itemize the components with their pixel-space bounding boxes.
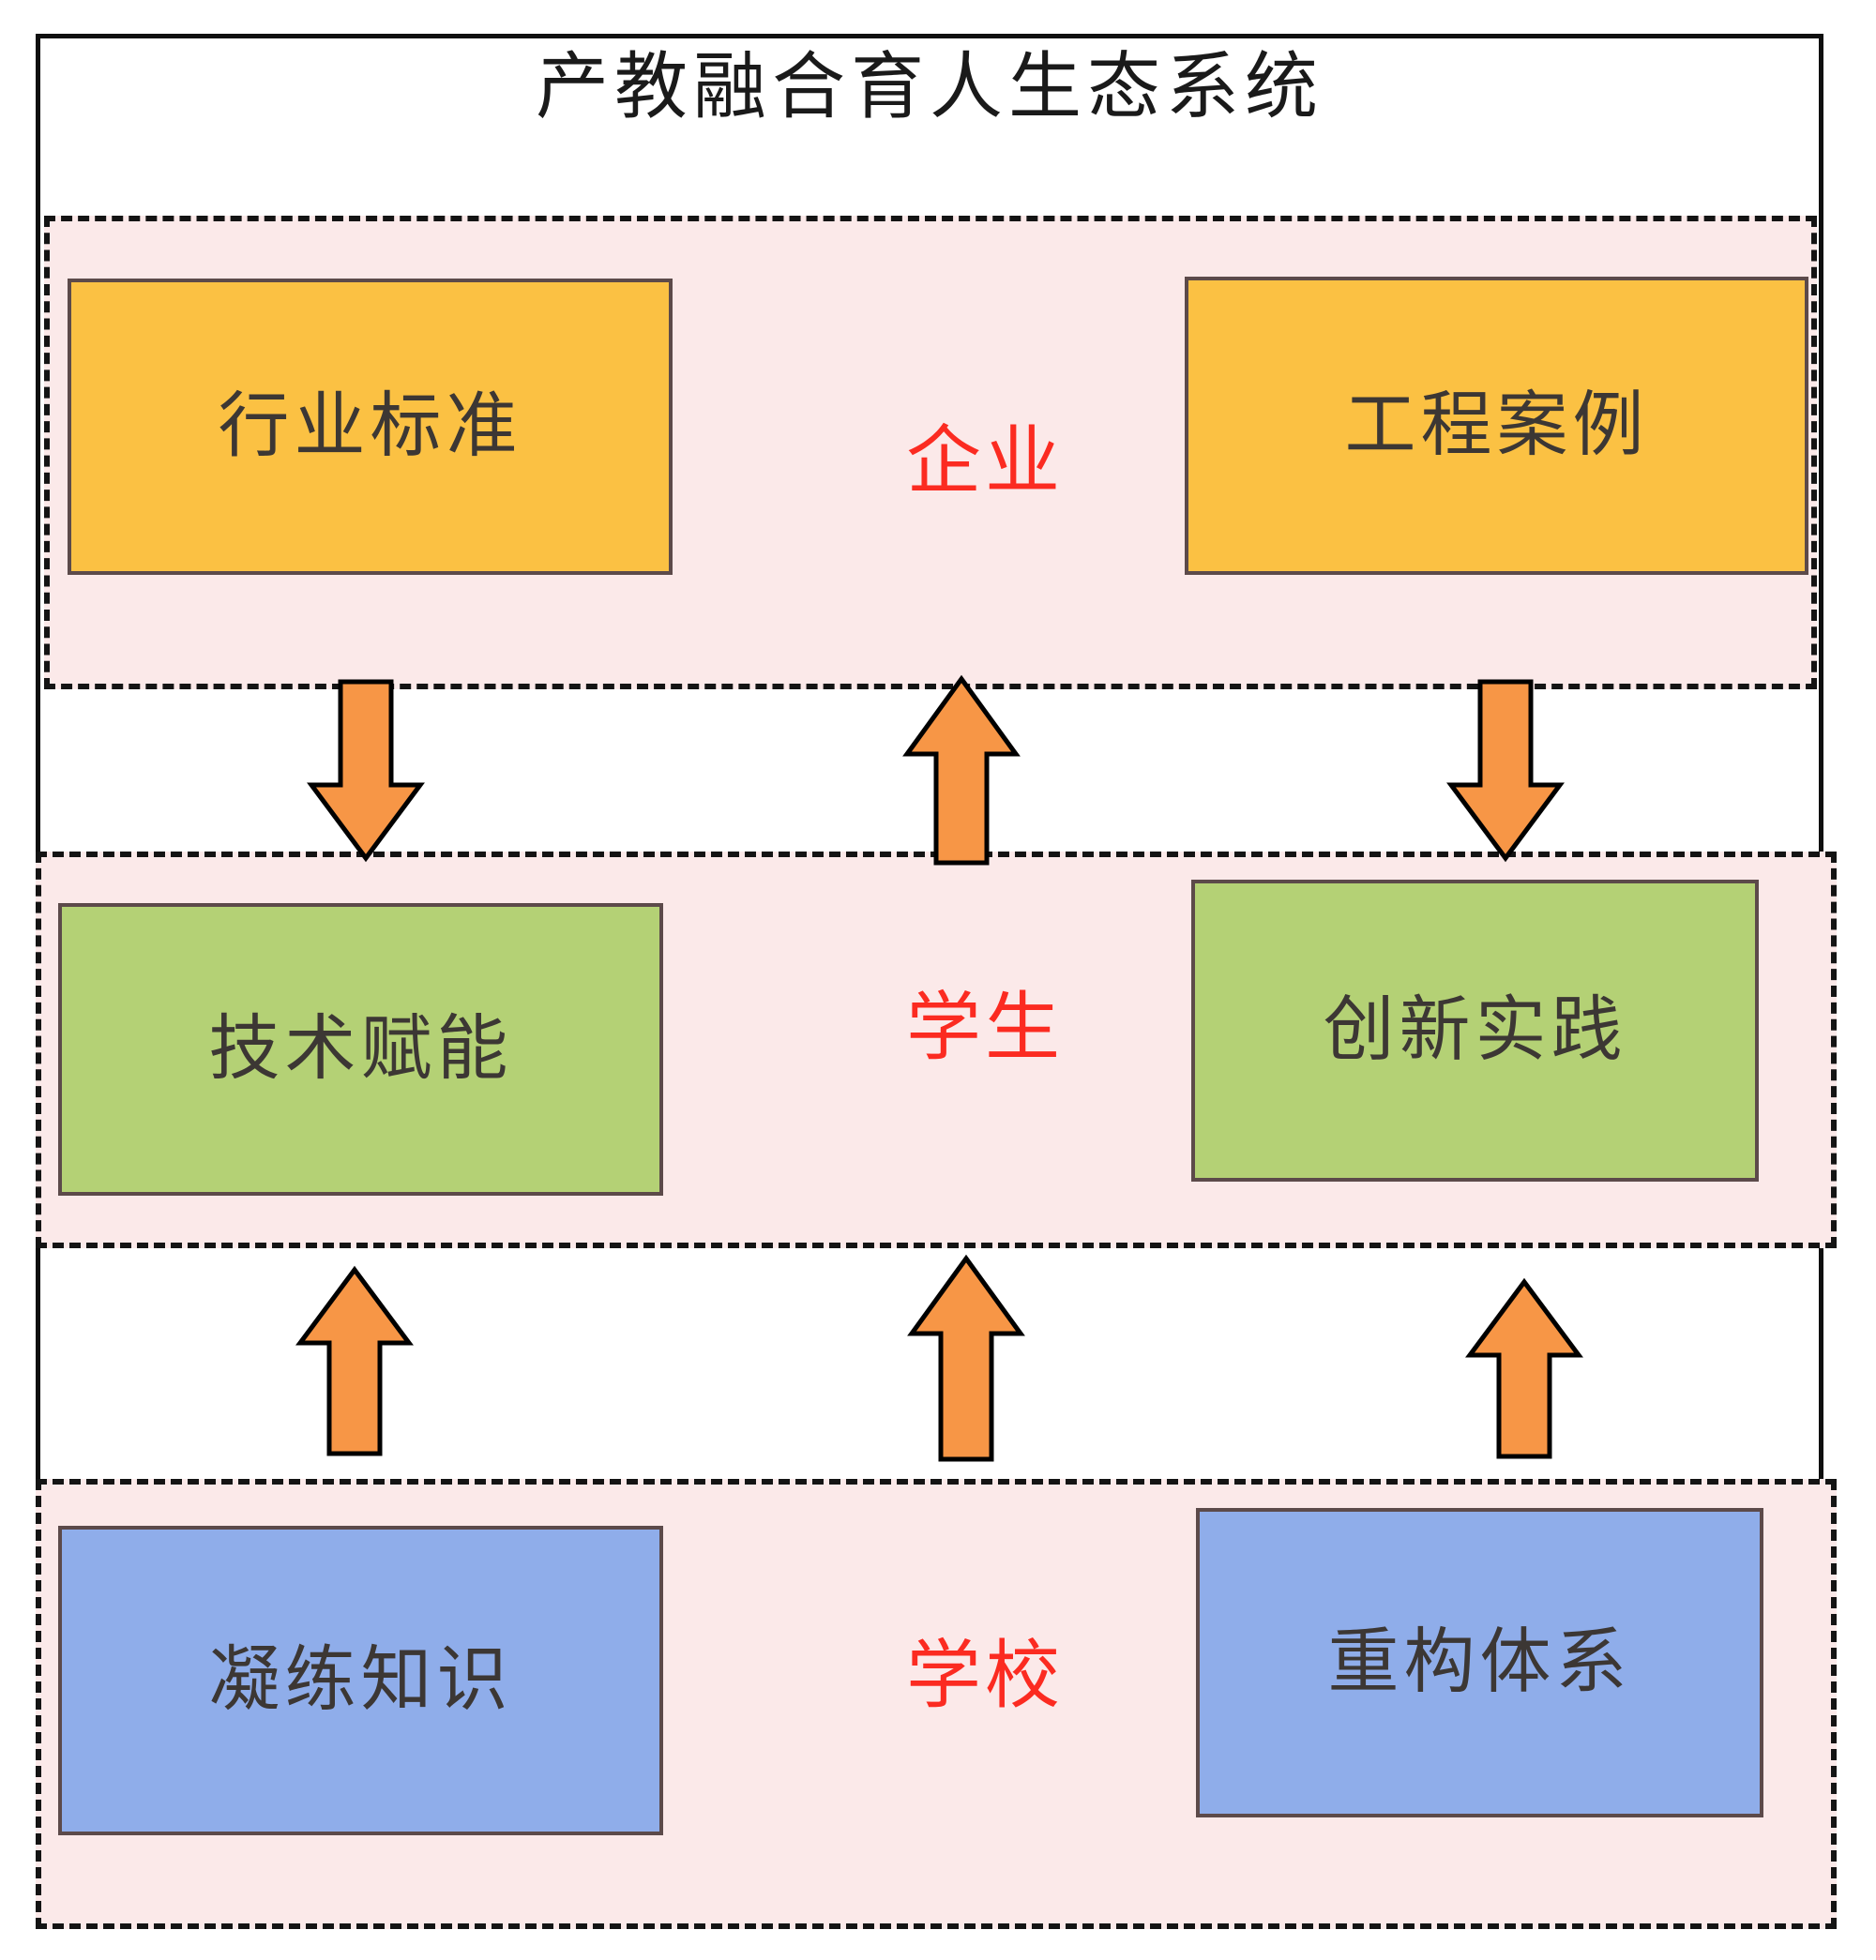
arrow-up-icon-school-to-student-center [907, 1254, 1025, 1462]
box-innovation-practice[interactable]: 创新实践 [1191, 880, 1759, 1182]
box-tech-empower[interactable]: 技术赋能 [58, 903, 663, 1196]
arrow-down-icon-enterprise-to-student-left [307, 679, 425, 863]
zone-label-enterprise: 企业 [906, 421, 1064, 504]
arrow-up-icon-student-to-enterprise-center [902, 674, 1021, 866]
zone-label-school: 学校 [906, 1636, 1064, 1718]
page-title: 产教融合育人生态系统 [535, 46, 1324, 128]
box-distill-knowledge[interactable]: 凝练知识 [58, 1526, 663, 1835]
box-engineering-case[interactable]: 工程案例 [1185, 277, 1808, 575]
arrow-down-icon-enterprise-to-student-right [1446, 679, 1565, 863]
arrow-up-icon-school-to-student-right [1465, 1277, 1583, 1459]
box-rebuild-system[interactable]: 重构体系 [1196, 1508, 1763, 1817]
arrow-up-icon-school-to-student-left [295, 1265, 414, 1456]
zone-label-student: 学生 [906, 988, 1064, 1070]
box-industry-standard[interactable]: 行业标准 [68, 279, 673, 575]
